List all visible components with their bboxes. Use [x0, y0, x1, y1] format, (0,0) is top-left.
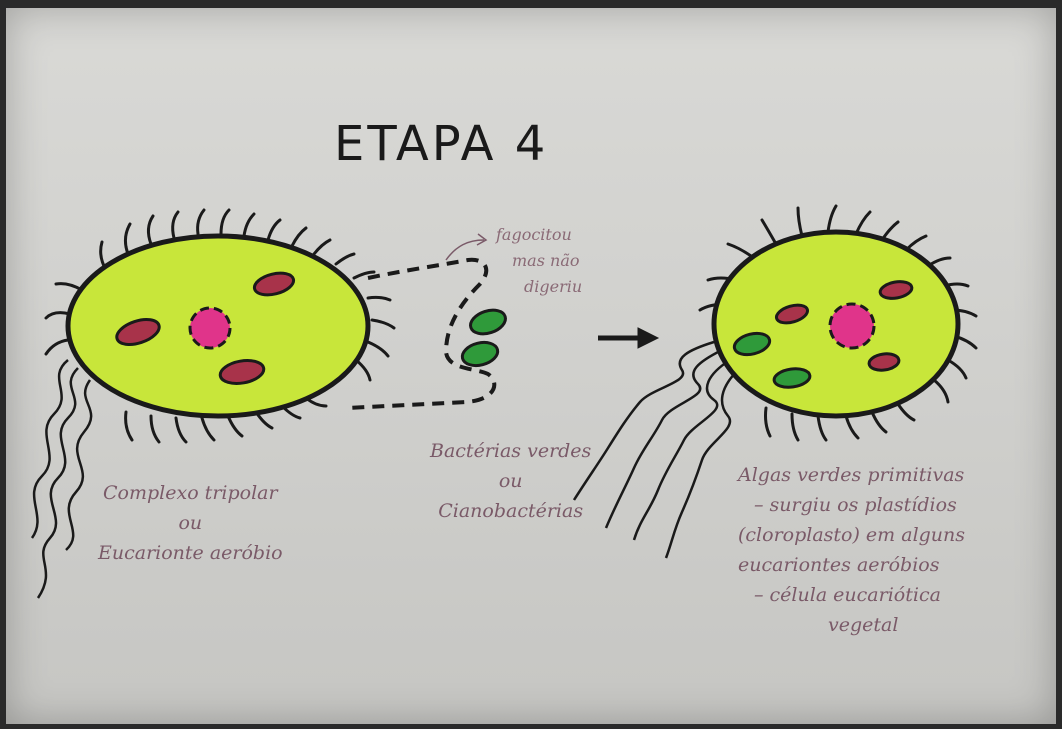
label-line: ou [98, 508, 283, 538]
green-bacterium [460, 339, 500, 369]
page-title: ETAPA 4 [334, 116, 548, 172]
left-cell-label: Complexo tripolar ou Eucarionte aeróbio [98, 478, 283, 568]
label-line: Algas verdes primitivas [738, 460, 965, 490]
label-line: Complexo tripolar [98, 478, 283, 508]
label-line: Bactérias verdes [430, 436, 591, 466]
label-line: vegetal [738, 610, 965, 640]
note-pointer-arrow [446, 240, 484, 260]
label-line: – surgiu os plastídios [738, 490, 965, 520]
note-line: fagocitou [484, 222, 582, 248]
label-line: eucariontes aeróbios [738, 550, 965, 580]
label-line: Cianobactérias [430, 496, 591, 526]
phagocytosis-note: fagocitou mas não digeriu [484, 222, 582, 300]
green-bacterium [467, 306, 508, 338]
label-line: Eucarionte aeróbio [98, 538, 283, 568]
left-cell-flagella [32, 360, 91, 598]
right-cell-flagella [574, 342, 738, 558]
transition-arrow [598, 328, 658, 348]
nucleus [830, 304, 874, 348]
label-line: ou [430, 466, 591, 496]
label-line: (cloroplasto) em alguns [738, 520, 965, 550]
right-cell-label: Algas verdes primitivas – surgiu os plas… [738, 460, 965, 640]
note-line: mas não [484, 248, 582, 274]
paper-sheet: ETAPA 4 fagocitou mas não digeriu Comple… [6, 8, 1056, 724]
note-line: digeriu [484, 274, 582, 300]
nucleus [190, 308, 230, 348]
bacteria-label: Bactérias verdes ou Cianobactérias [430, 436, 591, 526]
label-line: – célula eucariótica [738, 580, 965, 610]
